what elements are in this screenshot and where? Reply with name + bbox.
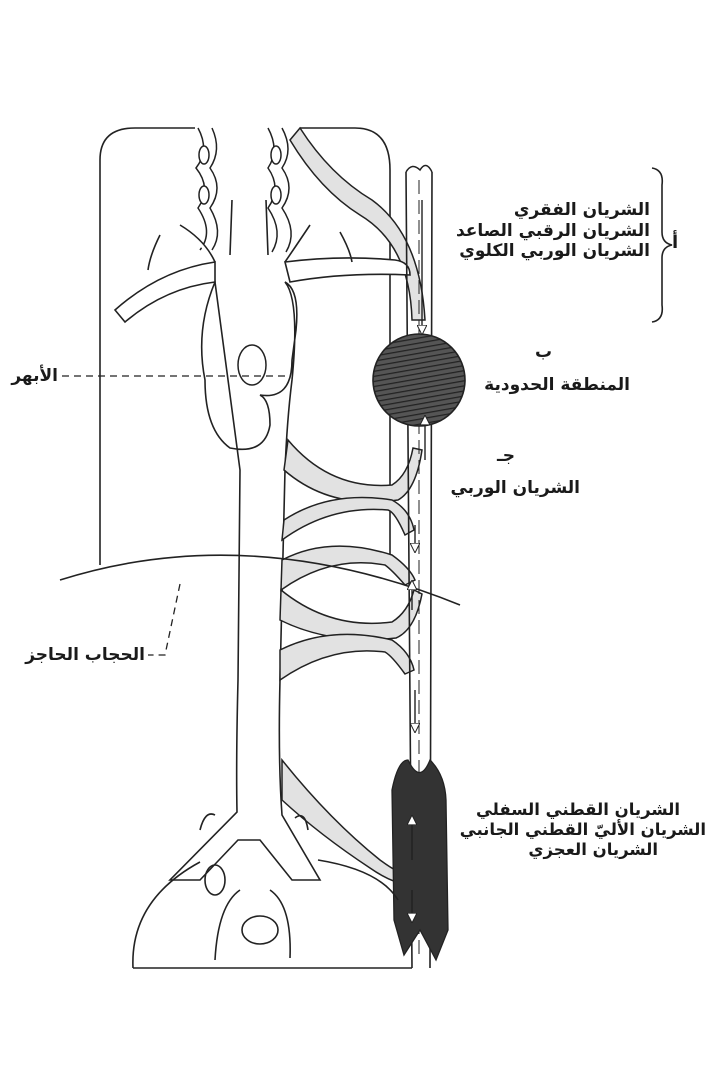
label-sacral-artery: الشريان العجزي xyxy=(528,840,658,860)
label-iliolumbar-artery: الشريان الأليّ القطني الجانبي xyxy=(459,820,706,840)
aorta-vessel xyxy=(168,278,322,881)
watershed-zone-circle xyxy=(372,333,466,427)
label-aorta: الأبهر xyxy=(11,366,58,386)
label-vertebral-artery: الشريان الفقري xyxy=(513,200,650,220)
thorax-outline xyxy=(99,127,391,565)
label-watershed-zone: المنطقة الحدودية xyxy=(484,375,630,395)
cervical-spine xyxy=(195,127,292,253)
label-intercostal-renal-artery: الشريان الوربي الكلوي xyxy=(459,241,650,262)
group-a-brace xyxy=(651,167,673,323)
label-group-a: الشريان الفقري الشريان الرقبي الصاعد الش… xyxy=(440,200,650,262)
label-c-letter: جـ xyxy=(497,446,516,466)
diaphragm-curve xyxy=(59,554,461,606)
intercostal-arteries xyxy=(279,438,423,886)
label-group-lower: الشريان القطني السفلي الشريان الأليّ الق… xyxy=(450,800,706,860)
lumbosacral-zone xyxy=(391,758,449,962)
diaphragm-leader-line xyxy=(148,583,181,656)
label-a-letter: أ xyxy=(672,232,679,253)
aortic-arch-opening xyxy=(237,344,267,386)
label-intercostal-artery: الشريان الوربي xyxy=(450,478,580,498)
flow-arrows xyxy=(412,200,425,918)
label-diaphragm: الحجاب الحاجز xyxy=(25,645,145,665)
label-inferior-lumbar-artery: الشريان القطني السفلي xyxy=(475,800,680,819)
label-b-letter: ب xyxy=(535,342,553,362)
vertebral-supply-shade xyxy=(289,126,426,321)
subclavian-branches xyxy=(113,199,411,324)
pelvis-outline xyxy=(132,813,412,969)
label-ascending-cervical-artery: الشريان الرقبي الصاعد xyxy=(455,220,650,241)
